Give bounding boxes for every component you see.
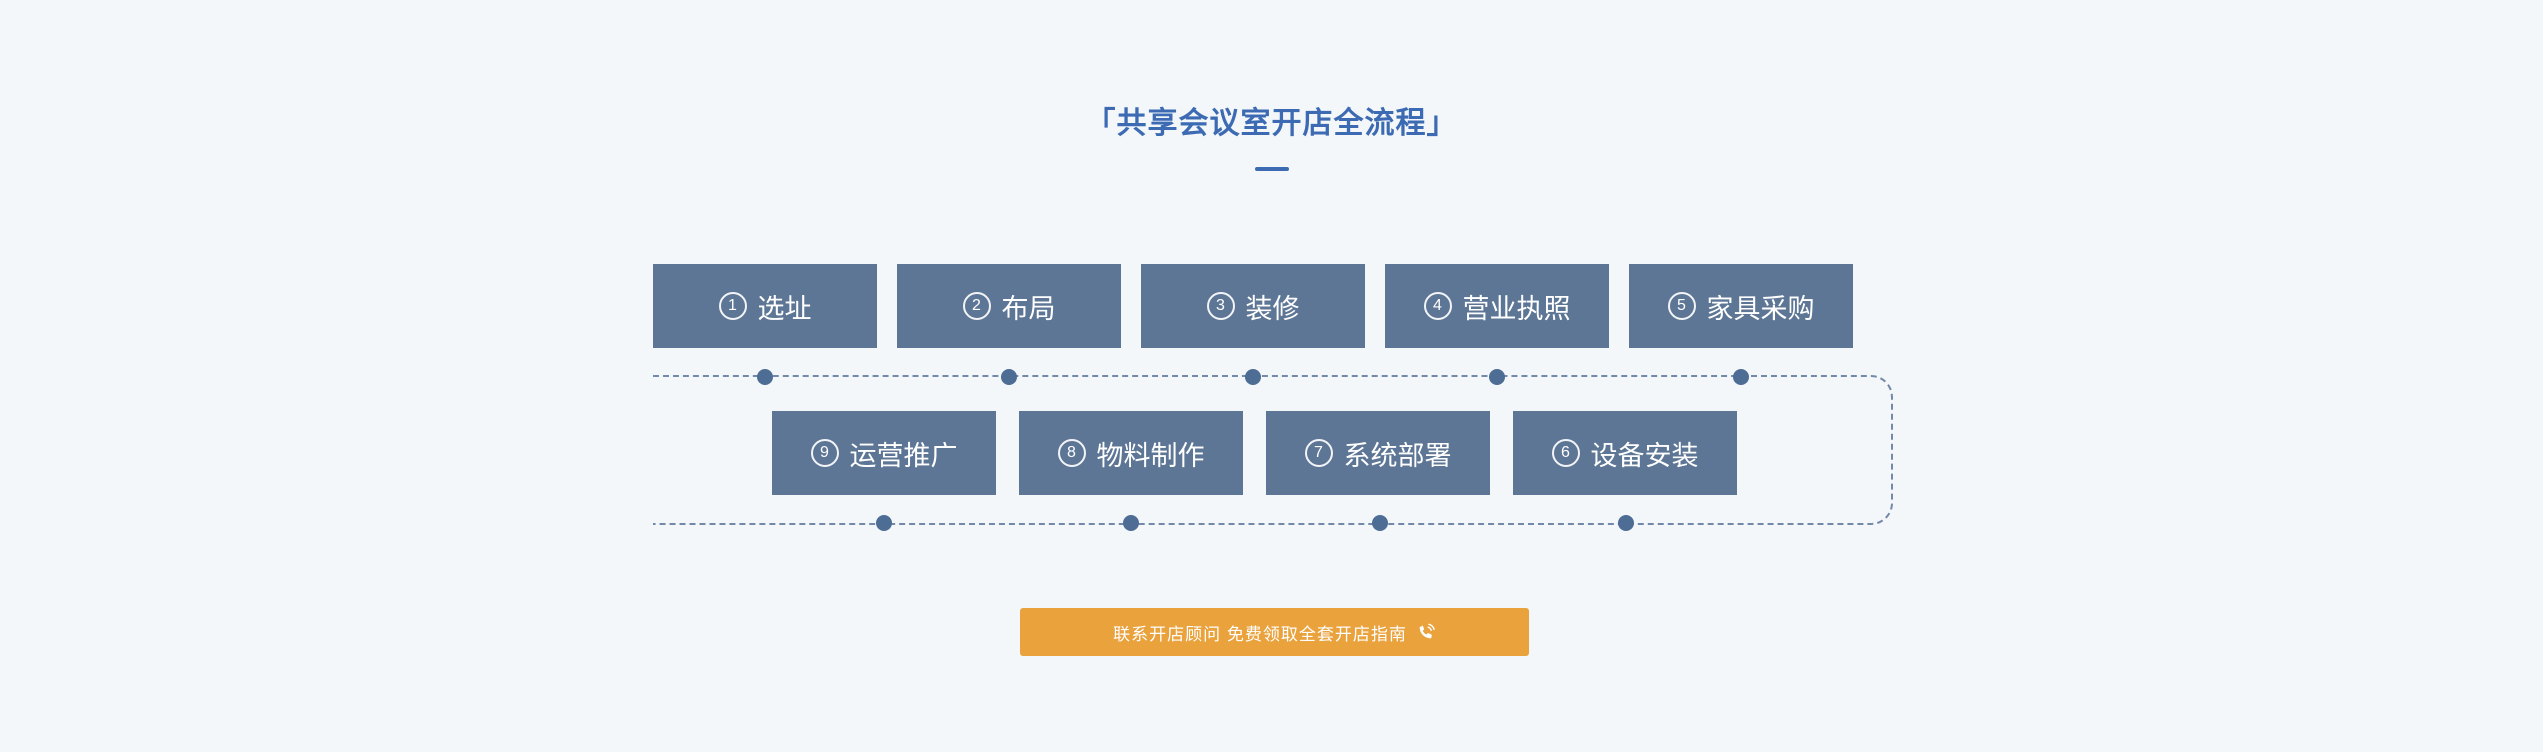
step-box-layout: 2 布局 <box>897 264 1121 348</box>
page-title: 「共享会议室开店全流程」 <box>1085 107 1458 140</box>
flow-dot <box>876 515 892 531</box>
step-number-badge: 7 <box>1304 439 1333 467</box>
step-number-badge: 4 <box>1423 292 1452 320</box>
flow-dot <box>757 369 773 385</box>
step-label: 设备安装 <box>1590 440 1699 471</box>
step-label: 家具采购 <box>1706 293 1815 324</box>
flow-dot <box>1372 515 1388 531</box>
flow-dot <box>1489 369 1505 385</box>
step-label: 布局 <box>1001 293 1056 324</box>
step-label: 营业执照 <box>1462 293 1571 324</box>
step-label: 装修 <box>1245 293 1300 324</box>
flow-dot <box>1001 369 1017 385</box>
contact-consultant-label: 联系开店顾问 免费领取全套开店指南 <box>1113 624 1407 644</box>
flow-dot <box>1618 515 1634 531</box>
step-number-badge: 3 <box>1206 292 1235 320</box>
step-box-business-license: 4 营业执照 <box>1385 264 1609 348</box>
flow-dot <box>1123 515 1139 531</box>
flow-connector-path <box>653 369 1893 531</box>
step-label: 物料制作 <box>1096 440 1205 471</box>
step-number-badge: 2 <box>962 292 991 320</box>
step-box-decoration: 3 装修 <box>1141 264 1365 348</box>
step-label: 系统部署 <box>1343 440 1452 471</box>
contact-consultant-button[interactable]: 联系开店顾问 免费领取全套开店指南 <box>1020 608 1529 656</box>
step-box-system-deployment: 7 系统部署 <box>1266 411 1490 495</box>
flow-dot <box>1733 369 1749 385</box>
step-label: 选址 <box>757 293 812 324</box>
step-number-badge: 9 <box>810 439 839 467</box>
step-box-material-production: 8 物料制作 <box>1019 411 1243 495</box>
step-box-furniture-purchase: 5 家具采购 <box>1629 264 1853 348</box>
title-underline <box>1254 167 1289 171</box>
step-box-equipment-installation: 6 设备安装 <box>1513 411 1737 495</box>
step-number-badge: 5 <box>1667 292 1696 320</box>
step-number-badge: 6 <box>1551 439 1580 467</box>
step-number-badge: 1 <box>718 292 747 320</box>
step-box-site-selection: 1 选址 <box>653 264 877 348</box>
phone-volume-icon <box>1416 622 1436 642</box>
flow-dot <box>1245 369 1261 385</box>
step-number-badge: 8 <box>1057 439 1086 467</box>
step-label: 运营推广 <box>849 440 958 471</box>
step-box-operation-promotion: 9 运营推广 <box>772 411 996 495</box>
